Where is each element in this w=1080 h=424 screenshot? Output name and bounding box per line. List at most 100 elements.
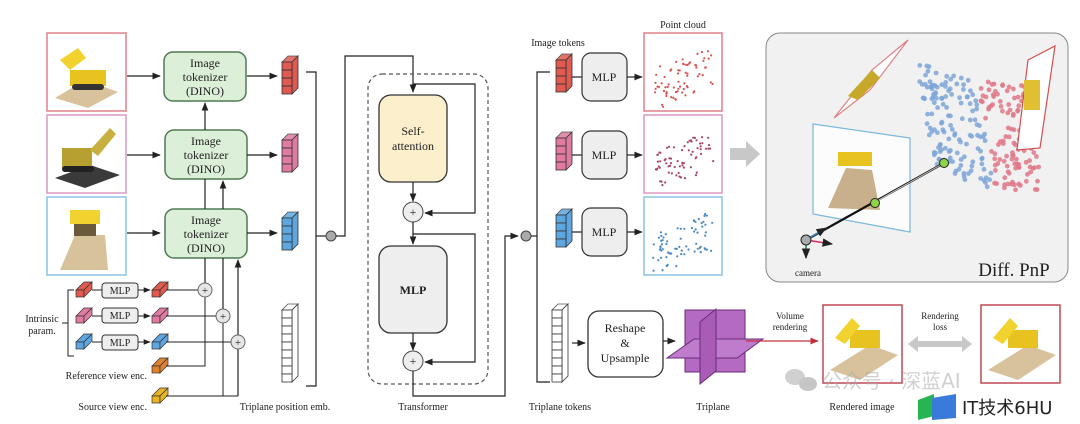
reshape-line2: & <box>620 336 630 350</box>
tokenizer-line3: (DINO) <box>186 84 224 98</box>
plus-node: + <box>197 282 213 298</box>
site-watermark: IT技术6HU <box>918 394 1052 420</box>
plus-node: + <box>230 334 246 350</box>
point-cloud-frame-3 <box>643 196 723 276</box>
source-view-enc-token <box>151 387 169 404</box>
reshape-line1: Reshape <box>605 321 646 335</box>
intrinsic-token-out-src1 <box>151 307 169 324</box>
intrinsic-token-out-ref <box>151 281 169 298</box>
excavator-image-icon <box>55 48 118 108</box>
pnp-title: Diff. PnP <box>978 260 1049 281</box>
rendering-loss-line1: Rendering <box>921 311 959 321</box>
split-bracket <box>536 71 550 383</box>
tokenizer-line2: tokenizer <box>184 227 229 241</box>
self-attention-line1: Self- <box>401 124 424 138</box>
triplane-position-embedding <box>281 303 299 383</box>
concat-bracket <box>306 71 317 387</box>
transformer-label: Transformer <box>398 402 448 413</box>
volume-rendering-line1: Volume <box>776 311 804 321</box>
intrinsic-token-in-ref <box>75 281 93 298</box>
point-cloud-1 <box>653 50 714 108</box>
token-stacks <box>75 53 573 404</box>
point-mlp-2: MLP <box>581 130 628 180</box>
point-cloud-2 <box>654 136 715 187</box>
position-emb-stack <box>281 303 299 383</box>
site-watermark-text: IT技术6HU <box>962 398 1052 419</box>
volume-rendering-line2: rendering <box>773 322 808 332</box>
image-token-stack-out-src1 <box>555 131 573 171</box>
image-tokenizer-1: Image tokenizer (DINO) <box>163 51 247 102</box>
tokenizer-line1: Image <box>190 56 220 70</box>
connector <box>412 232 519 397</box>
triplane-position-emb-label: Triplane position emb. <box>240 402 330 413</box>
svg-text:+: + <box>235 337 241 349</box>
triplane-token-stack <box>551 303 569 383</box>
split-node <box>520 230 532 242</box>
intrinsic-mlp-label: MLP <box>110 338 131 349</box>
excavator-image-icon <box>60 210 108 270</box>
image-token-stack-src1 <box>281 133 299 173</box>
intrinsic-mlp-label: MLP <box>110 311 131 322</box>
source-view-enc-label: Source view enc. <box>78 402 147 413</box>
plus-node: + <box>215 308 231 324</box>
tokenizer-line3: (DINO) <box>187 162 225 176</box>
input-view-2 <box>46 114 127 194</box>
triplane-tokens-label: Triplane tokens <box>529 402 591 413</box>
watermark: 公众号 · 深蓝AI <box>785 369 961 393</box>
diff-pnp-panel: camera Diff. PnP <box>765 32 1069 283</box>
point-mlp-label: MLP <box>592 148 617 162</box>
reshape-line3: Upsample <box>601 351 650 365</box>
intrinsic-token-in-src1 <box>75 307 93 324</box>
input-view-3 <box>46 196 127 276</box>
rendered-image <box>822 304 903 384</box>
concat-node <box>325 230 337 242</box>
image-tokens-label: Image tokens <box>531 38 585 49</box>
transformer-mlp-label: MLP <box>400 283 427 297</box>
point-mlp-1: MLP <box>581 52 628 102</box>
triplane-label: Triplane <box>696 402 730 413</box>
point-cloud-frame-1 <box>643 32 723 112</box>
triplane-tokens <box>551 303 569 383</box>
input-view-1 <box>46 32 127 112</box>
intrinsic-token-out-src2 <box>151 333 169 350</box>
triplane-icon <box>665 307 765 386</box>
svg-text:+: + <box>410 205 417 219</box>
flow-arrow-icon <box>730 141 760 167</box>
intrinsic-label-line1: Intrinsic <box>25 314 59 325</box>
reference-view-enc-token <box>151 357 169 374</box>
rendering-loss-line2: loss <box>933 322 948 332</box>
ground-truth-image <box>980 304 1061 384</box>
point-cloud-label: Point cloud <box>660 20 706 31</box>
rendered-image-label: Rendered image <box>829 402 895 413</box>
transformer-block: Self- attention + MLP + <box>367 73 489 385</box>
image-token-stack-out-src2 <box>555 208 573 248</box>
image-tokenizer-3: Image tokenizer (DINO) <box>164 208 248 259</box>
self-attention-line2: attention <box>392 139 434 153</box>
tokenizer-line2: tokenizer <box>184 148 229 162</box>
projected-point <box>870 198 880 208</box>
svg-text:+: + <box>410 354 417 368</box>
tokenizer-line2: tokenizer <box>183 70 228 84</box>
excavator-image-icon <box>55 128 120 188</box>
tokenizer-line1: Image <box>191 134 221 148</box>
image-tokenizer-2: Image tokenizer (DINO) <box>164 129 248 180</box>
point-mlp-label: MLP <box>592 70 617 84</box>
image-token-stack-ref <box>281 55 299 95</box>
intrinsic-mlp-label: MLP <box>110 286 131 297</box>
svg-text:+: + <box>220 311 226 323</box>
intrinsic-label-line2: param. <box>28 326 56 337</box>
point-mlp-label: MLP <box>592 225 617 239</box>
image-token-stack-out-ref <box>555 53 573 93</box>
reference-view-enc-label: Reference view enc. <box>66 371 147 382</box>
camera-label: camera <box>795 268 821 278</box>
point-cloud-frame-2 <box>643 114 723 194</box>
point-cloud-3 <box>652 212 714 272</box>
3d-point <box>939 158 949 168</box>
connector <box>336 55 417 237</box>
svg-text:+: + <box>202 285 208 297</box>
rendering-loss-arrow-icon <box>908 336 972 352</box>
wechat-watermark: 公众号 · 深蓝AI <box>822 369 961 393</box>
reshape-upsample-box: Reshape & Upsample <box>587 310 664 378</box>
tokenizer-line1: Image <box>191 213 221 227</box>
brace <box>62 289 74 357</box>
